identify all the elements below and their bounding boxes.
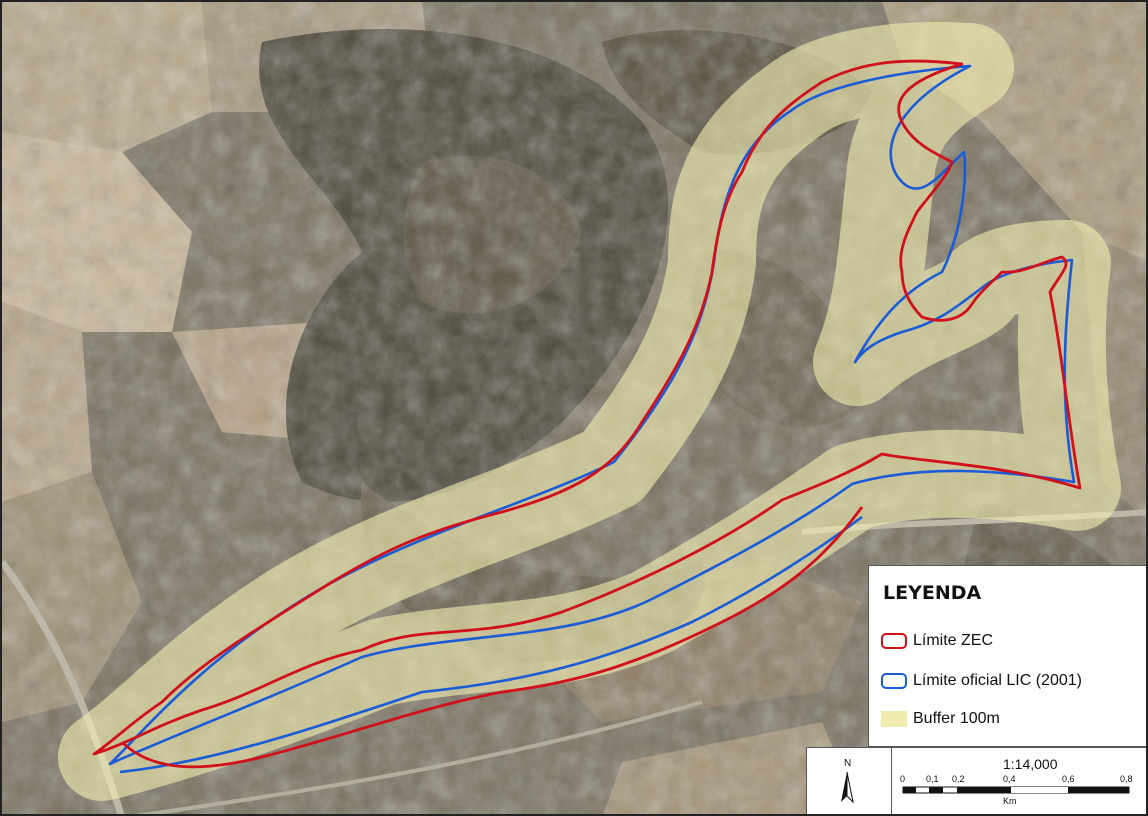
scale-tick-4: 0,6 [1062,774,1075,784]
legend: LEYENDA Límite ZEC Límite oficial LIC (2… [868,565,1146,747]
scale-unit: Km [1003,796,1017,806]
scale-tick-1: 0,1 [926,774,939,784]
scale-tick-3: 0,4 [1003,774,1016,784]
legend-label-lic: Límite oficial LIC (2001) [913,672,1082,689]
legend-item-buffer: Buffer 100m [881,707,1000,731]
scale-bar [902,786,1130,794]
scale-box: N 1:14,000 0 0,1 0,2 0,4 0,6 0,8 Km [806,747,1146,814]
legend-label-zec: Límite ZEC [913,632,994,649]
north-arrow: N [807,748,892,814]
legend-title: LEYENDA [883,582,982,604]
scale-tick-0: 0 [900,774,906,784]
legend-item-lic: Límite oficial LIC (2001) [881,669,1082,693]
lic-swatch [881,673,907,689]
north-arrow-icon [841,771,854,804]
legend-label-buffer: Buffer 100m [913,710,1000,727]
scale-tick-2: 0,2 [952,774,965,784]
legend-item-zec: Límite ZEC [881,629,993,653]
buffer-100m [58,22,1121,801]
zec-boundary[interactable] [92,59,1082,769]
buffer-swatch [881,711,907,727]
scale-tick-5: 0,8 [1120,774,1133,784]
north-label: N [844,758,852,769]
scale-ratio: 1:14,000 [1003,756,1058,772]
zec-swatch [881,633,907,649]
